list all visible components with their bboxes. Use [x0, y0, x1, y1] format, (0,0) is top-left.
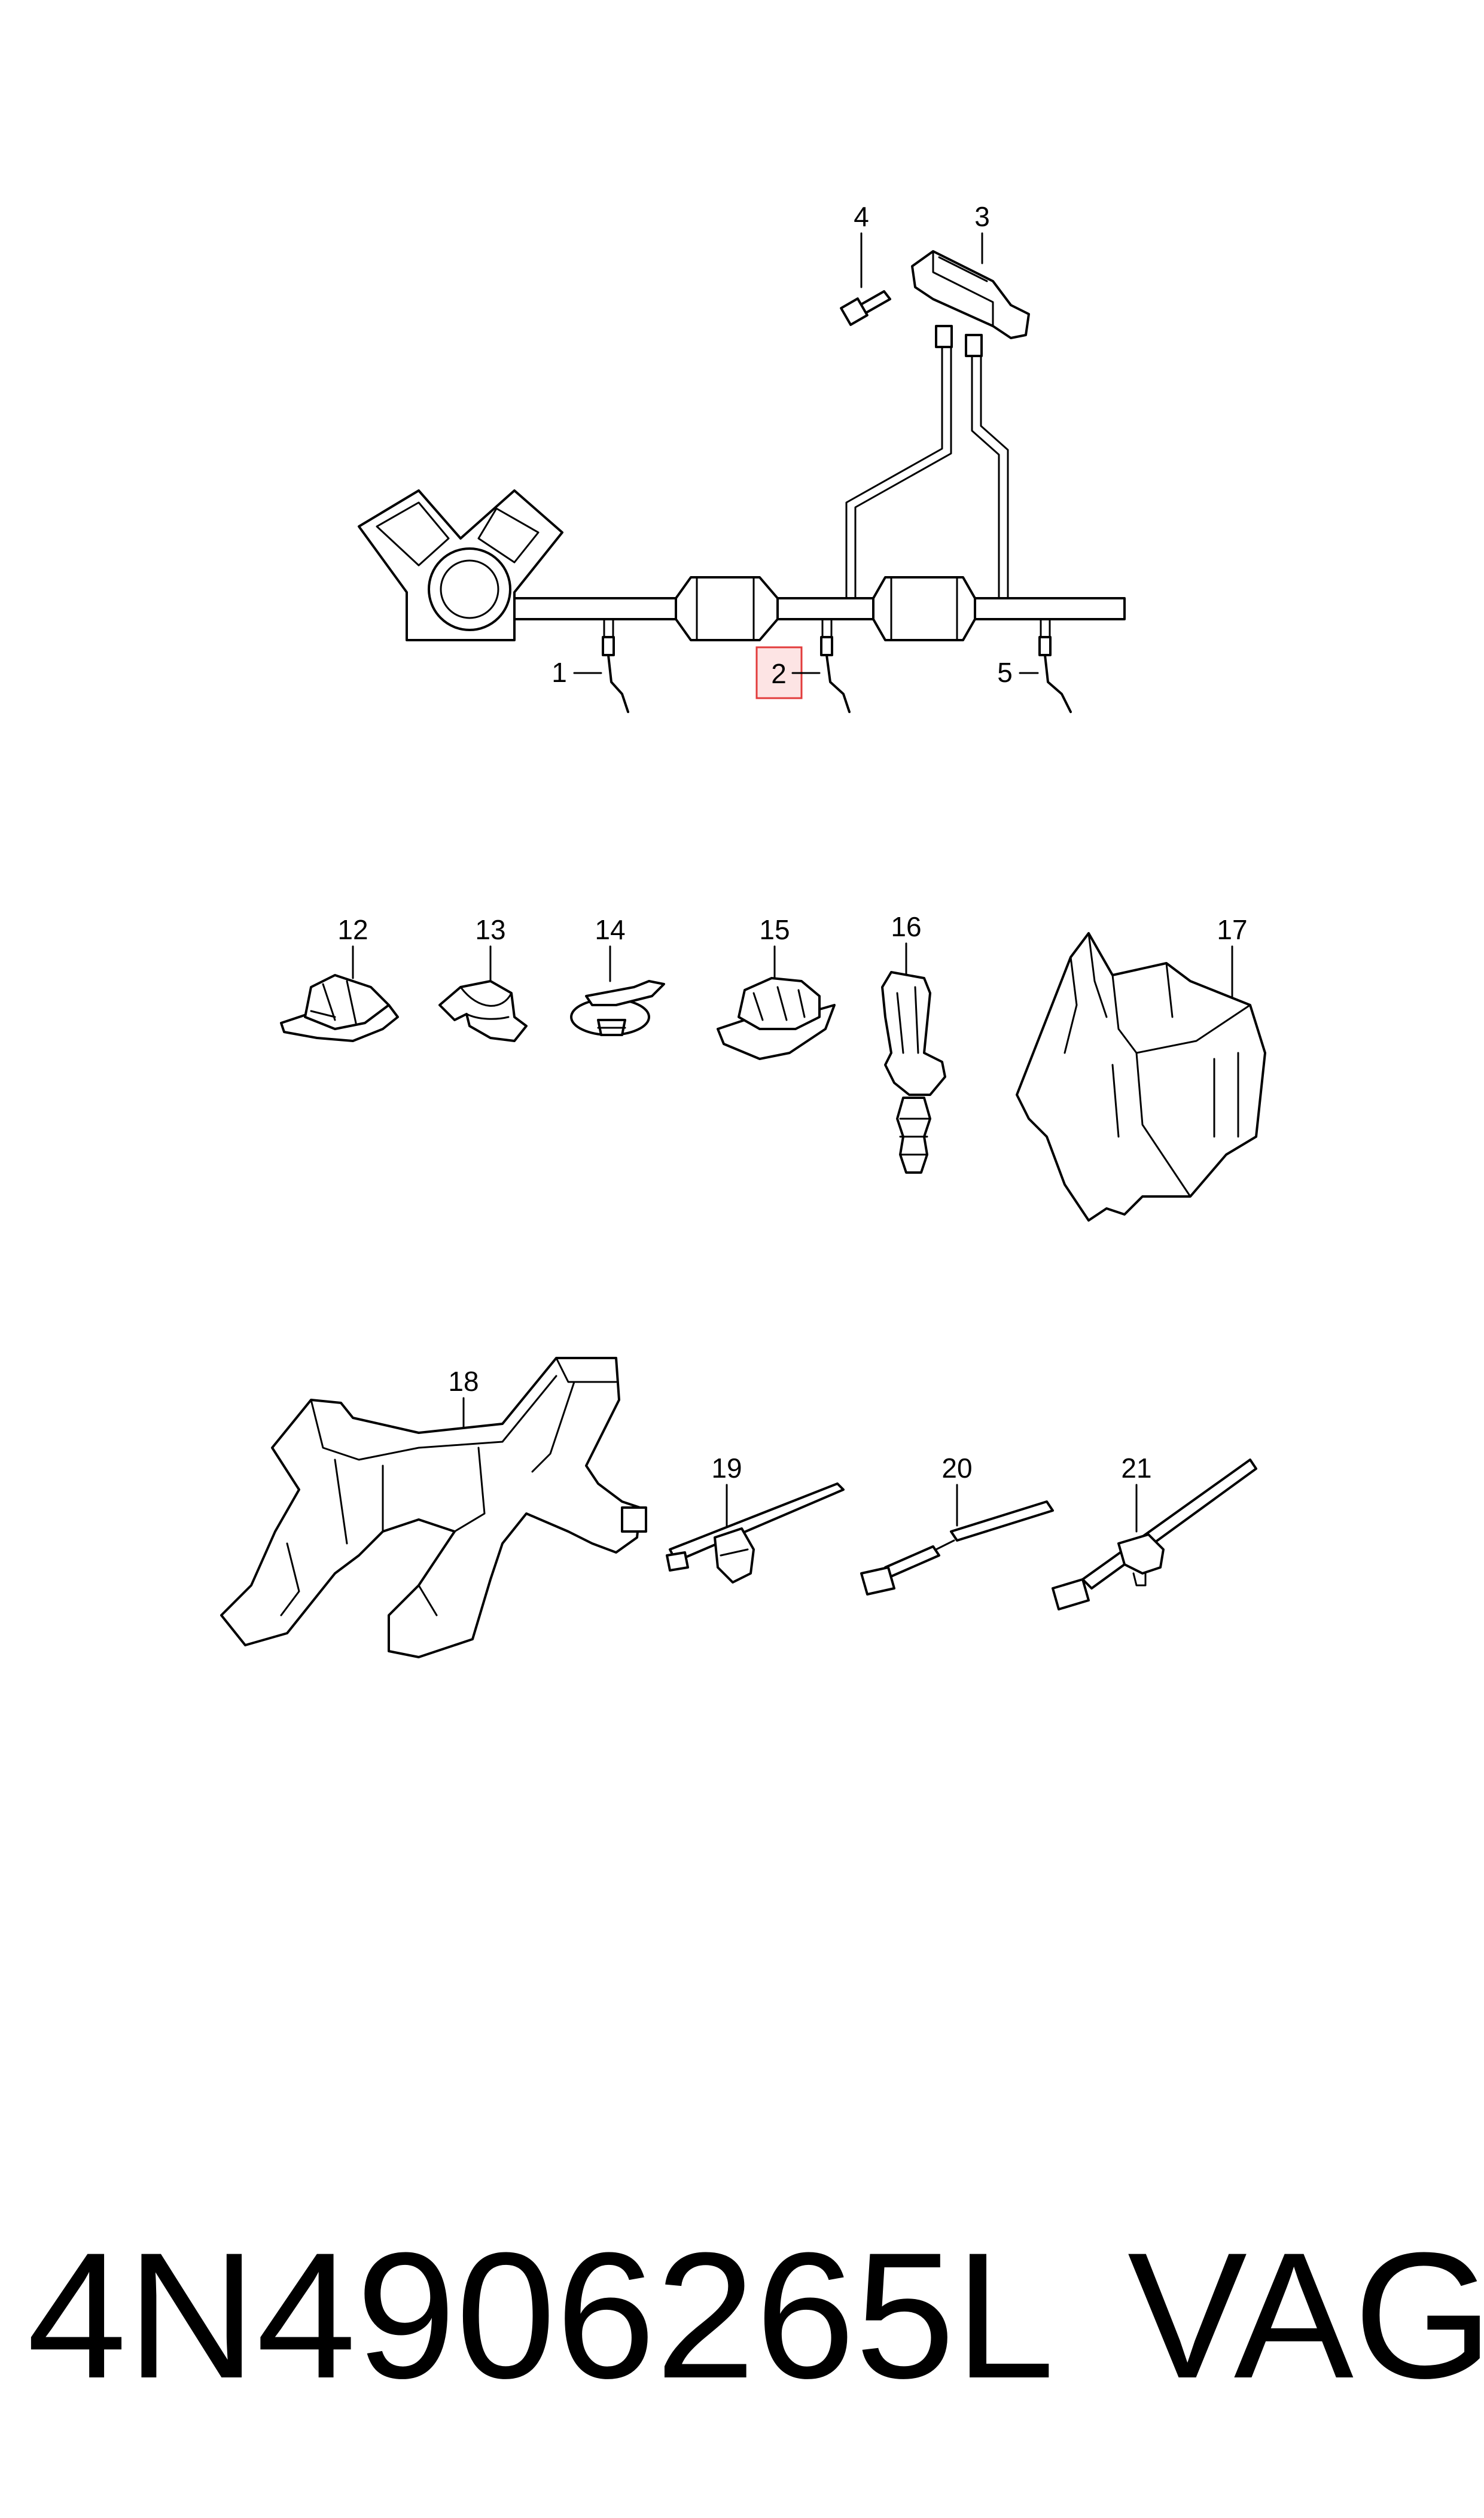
clip-15: 15 [717, 914, 836, 1060]
svg-text:15: 15 [759, 914, 790, 945]
svg-text:19: 19 [711, 1453, 742, 1484]
harness-bracket-18: 18 [220, 1357, 647, 1658]
svg-text:18: 18 [448, 1366, 479, 1397]
pressure-sensor [911, 250, 1030, 357]
cable-tie-21: 21 [1052, 1453, 1257, 1610]
svg-text:13: 13 [475, 914, 505, 945]
holder-16: 16 [881, 911, 946, 1174]
engine-block [358, 489, 563, 641]
svg-text:17: 17 [1217, 914, 1247, 945]
svg-text:20: 20 [941, 1453, 972, 1484]
cable-tie-19: 19 [666, 1453, 845, 1584]
svg-text:3: 3 [974, 201, 990, 232]
cable-tie-20: 20 [860, 1453, 1054, 1596]
exhaust-system [358, 250, 1126, 713]
bolt [840, 290, 891, 326]
brand-label: VAG [1128, 2215, 1484, 2416]
svg-text:4: 4 [854, 201, 869, 232]
svg-text:14: 14 [595, 914, 625, 945]
bracket-17: 17 [1016, 914, 1266, 1222]
callout-4: 4 [854, 201, 869, 288]
callout-1: 1 [551, 657, 602, 688]
callout-3: 3 [974, 201, 990, 264]
callout-2-highlight[interactable]: 2 [755, 646, 821, 699]
svg-text:12: 12 [337, 914, 368, 945]
callout-5: 5 [997, 657, 1039, 688]
svg-text:1: 1 [551, 657, 567, 688]
svg-text:5: 5 [997, 657, 1013, 688]
svg-text:16: 16 [891, 911, 921, 942]
lambda-sensor-1 [602, 618, 629, 713]
exhaust-pipe [513, 597, 1126, 620]
pressure-lines [845, 346, 1009, 599]
lambda-sensor-5 [1038, 618, 1072, 713]
clip-13: 13 [438, 914, 528, 1042]
clip-14: 14 [570, 914, 665, 1036]
svg-text:21: 21 [1121, 1453, 1151, 1484]
clip-12: 12 [280, 914, 399, 1042]
svg-text:2: 2 [771, 658, 787, 689]
catalytic-converter-front [675, 576, 779, 641]
particulate-filter [872, 576, 976, 641]
exhaust-sensor-2 [820, 618, 851, 713]
part-number: 4N4906265L [27, 2215, 1055, 2416]
